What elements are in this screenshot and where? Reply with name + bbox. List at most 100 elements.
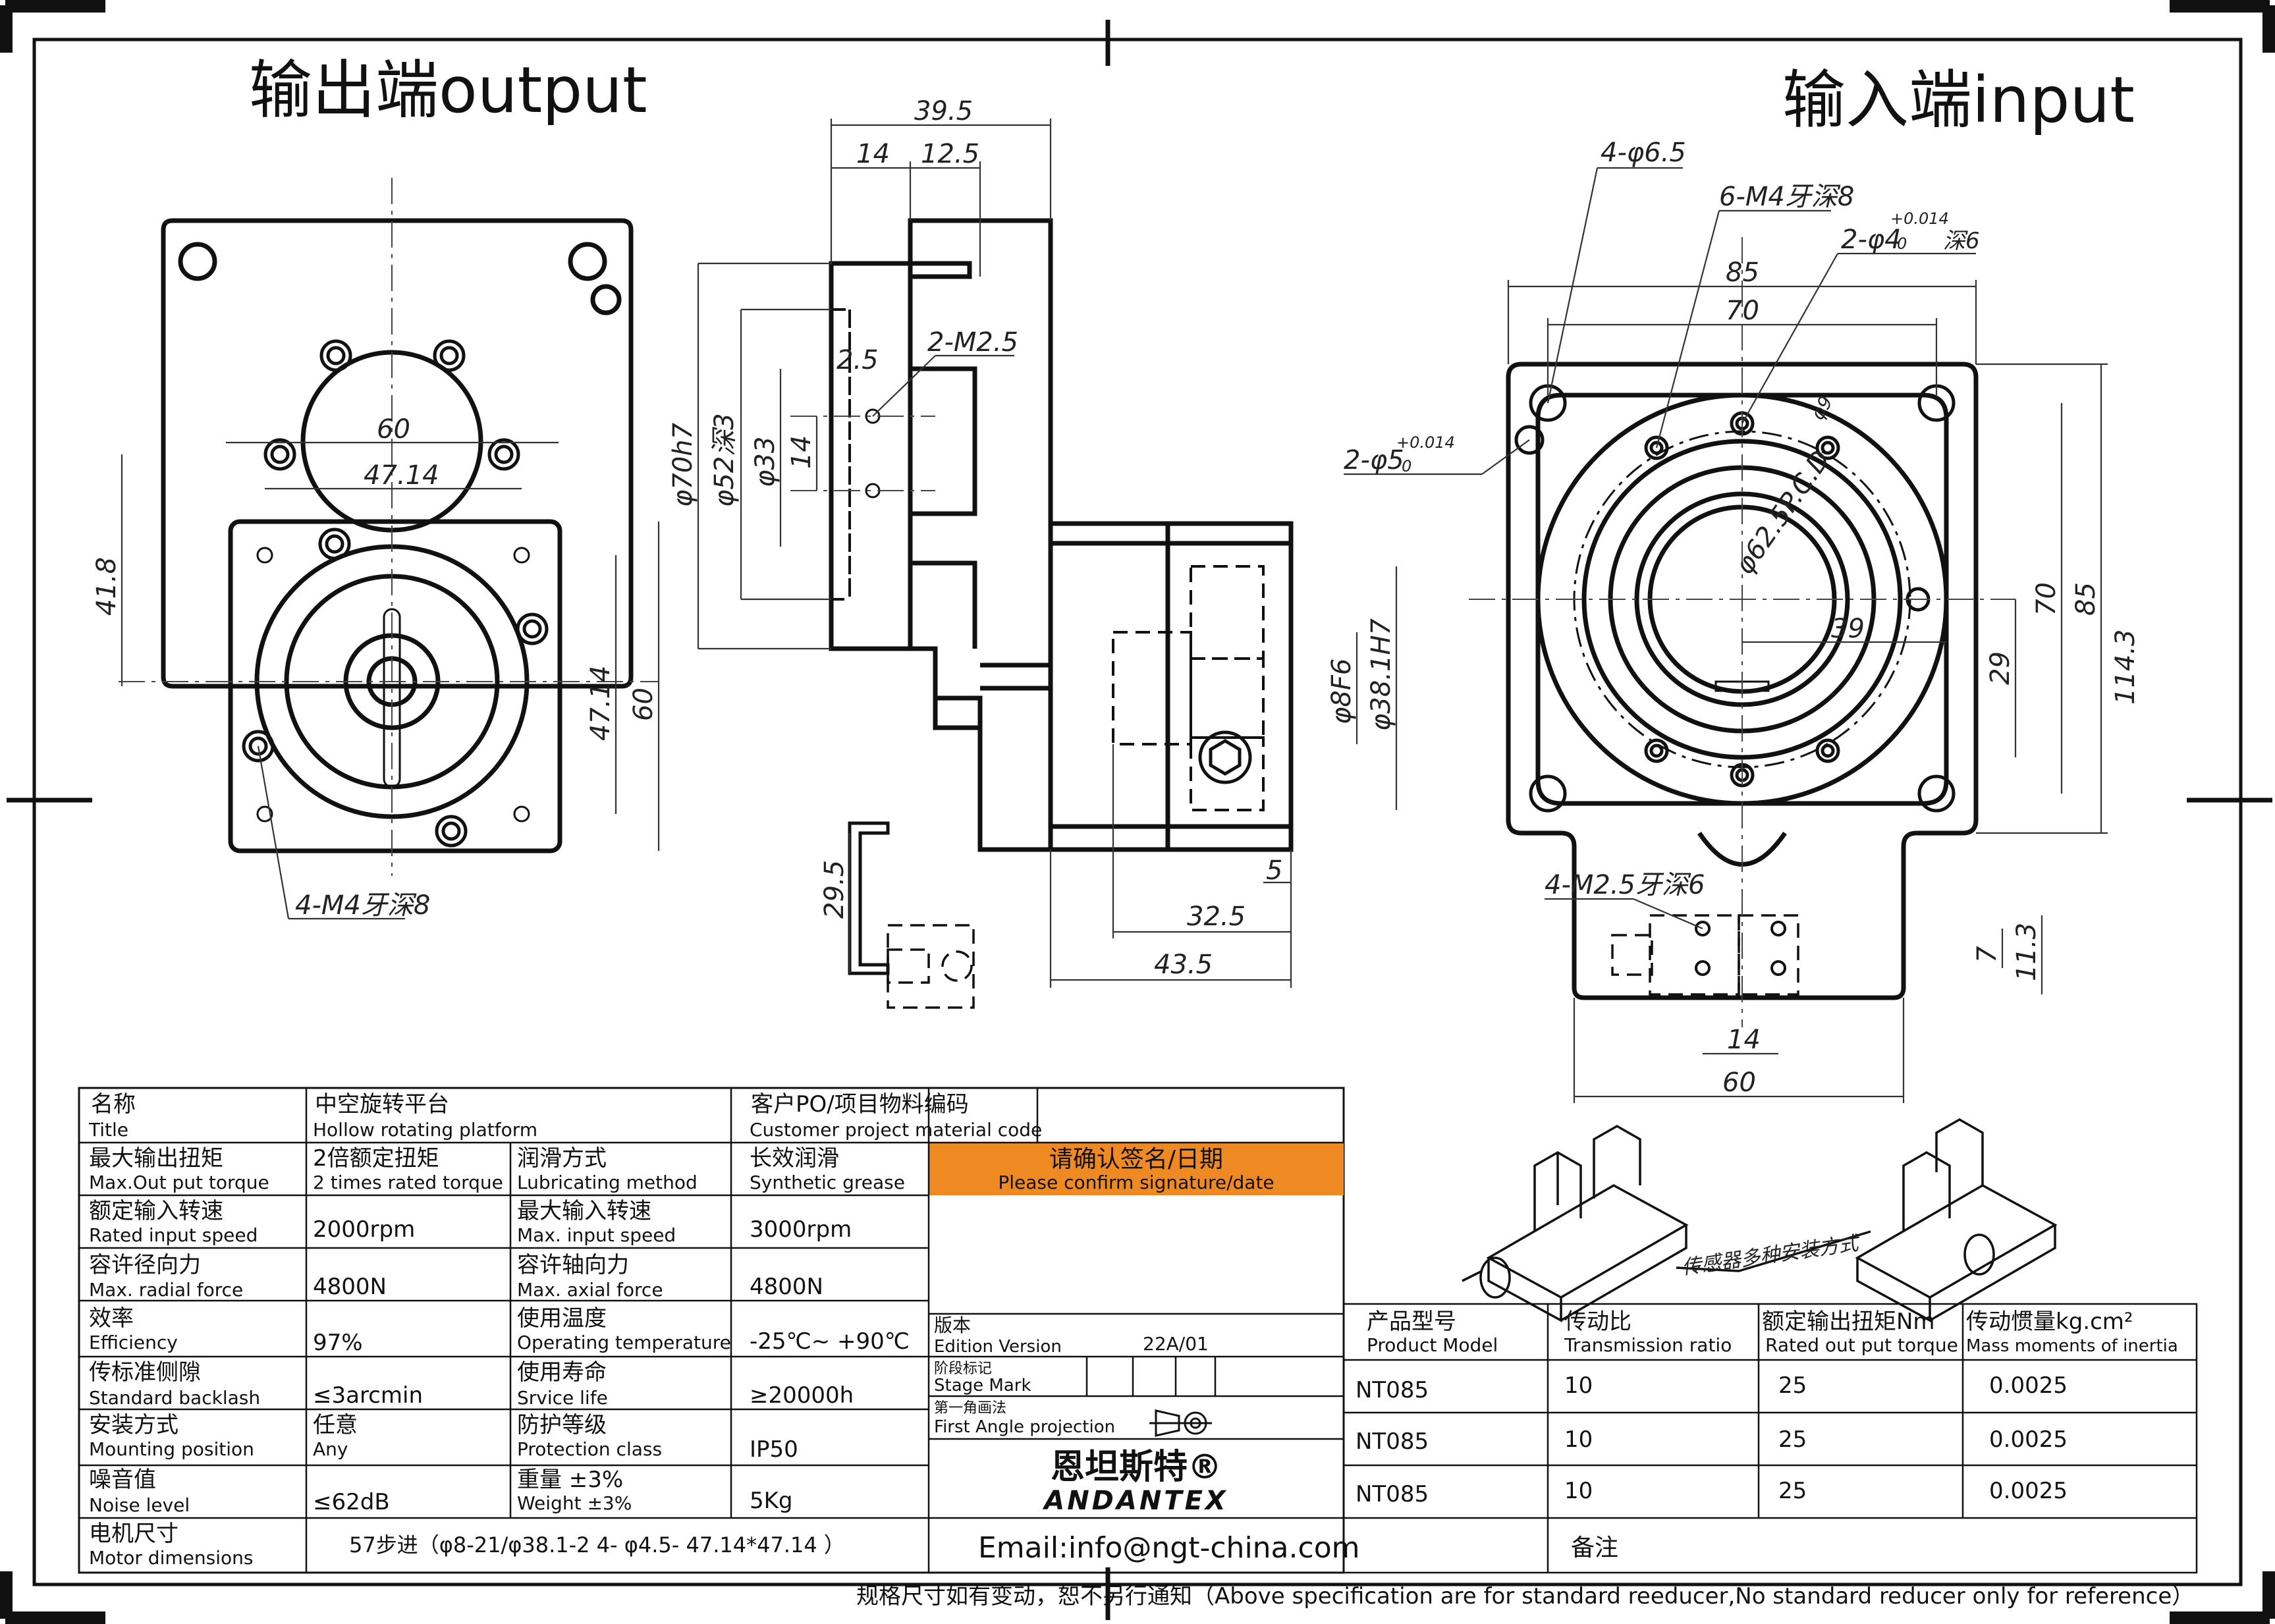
stage-label-en: Stage Mark xyxy=(934,1376,1031,1395)
label-mounting-en: Mounting position xyxy=(89,1438,254,1460)
label-lubrication-cn: 润滑方式 xyxy=(517,1145,607,1172)
value-motor-dim: 57步进（φ8-21/φ38.1-2 4- φ4.5- 47.14*47.14 … xyxy=(349,1532,845,1557)
dim-60-side: 60 xyxy=(628,688,659,721)
header-ratio-cn: 传动比 xyxy=(1564,1309,1631,1335)
dim-60-bottom: 60 xyxy=(1722,1068,1756,1098)
confirm-label-cn: 请确认签名/日期 xyxy=(1049,1146,1223,1173)
footer-disclaimer: 规格尺寸如有变动，恕不另行通知（Above specification are … xyxy=(856,1583,2194,1610)
value-temperature: -25℃~ +90℃ xyxy=(750,1328,910,1355)
dim-14: 14 xyxy=(856,139,890,169)
label-service-life-en: Srvice life xyxy=(517,1387,608,1409)
dim-47-14-side: 47.14 xyxy=(586,665,616,741)
dim-43-5: 43.5 xyxy=(1154,950,1213,980)
label-radial-force-en: Max. radial force xyxy=(89,1279,243,1301)
value-axial-force: 4800N xyxy=(750,1274,823,1300)
dim-114-3: 114.3 xyxy=(2110,629,2141,705)
label-rated-speed-cn: 额定输入转速 xyxy=(89,1198,223,1224)
value-mounting-en: Any xyxy=(313,1438,348,1460)
dim-pcd: φ62.5P.C.D xyxy=(1730,445,1837,580)
product-row-1-model: NT085 xyxy=(1356,1377,1429,1403)
confirm-signature-box[interactable] xyxy=(929,1143,1344,1195)
dim-phi4-depth: 深6 xyxy=(1943,228,1980,254)
value-rated-speed: 2000rpm xyxy=(313,1216,415,1243)
brand-logo-cn: 恩坦斯特® xyxy=(1051,1448,1222,1487)
product-row-3-inertia: 0.0025 xyxy=(1989,1478,2068,1504)
value-radial-force: 4800N xyxy=(313,1274,387,1300)
product-row-2-inertia: 0.0025 xyxy=(1989,1426,2068,1453)
label-weight-cn: 重量 ±3% xyxy=(517,1467,623,1493)
dim-14-bottom: 14 xyxy=(1727,1025,1761,1055)
dim-2-phi4: 2-φ4 xyxy=(1841,225,1902,255)
header-inertia-cn: 传动惯量kg.cm² xyxy=(1966,1309,2133,1335)
dim-phi4-tol-upper: +0.014 xyxy=(1890,209,1949,228)
dim-phi8: φ8F6 xyxy=(1327,659,1357,724)
value-lubrication-en: Synthetic grease xyxy=(750,1172,905,1193)
dim-phi33: φ33 xyxy=(750,437,781,487)
value-lubrication-cn: 长效润滑 xyxy=(750,1145,839,1172)
label-po-en: Customer project material code xyxy=(750,1119,1042,1141)
contact-email[interactable]: Email:info@ngt-china.com xyxy=(978,1531,1359,1565)
stage-label-cn: 阶段标记 xyxy=(934,1361,992,1377)
output-end-view: 60 47.14 41.8 47.14 60 4-M4牙深8 xyxy=(92,178,660,921)
value-service-life: ≥20000h xyxy=(750,1382,854,1409)
label-motor-dim-en: Motor dimensions xyxy=(89,1547,253,1569)
dim-85: 85 xyxy=(1726,257,1759,288)
label-temperature-cn: 使用温度 xyxy=(517,1305,607,1332)
label-backlash-cn: 传标准侧隙 xyxy=(89,1359,201,1386)
input-end-view: 4-φ6.5 6-M4牙深8 2-φ4 +0.014 0 深6 85 70 2-… xyxy=(1344,138,2141,1103)
dim-12-5: 12.5 xyxy=(921,139,979,169)
dim-29-5: 29.5 xyxy=(819,860,850,919)
label-title-en: Title xyxy=(88,1119,128,1141)
dim-41-8: 41.8 xyxy=(92,557,122,616)
label-protection-en: Protection class xyxy=(517,1438,662,1460)
first-angle-projection-icon xyxy=(1149,1409,1212,1437)
product-row-1-inertia: 0.0025 xyxy=(1989,1372,2068,1399)
dim-32-5: 32.5 xyxy=(1187,902,1246,932)
value-noise: ≤62dB xyxy=(313,1489,390,1515)
label-axial-force-en: Max. axial force xyxy=(517,1279,663,1301)
dim-2-phi5: 2-φ5 xyxy=(1344,445,1404,475)
header-product-model-cn: 产品型号 xyxy=(1367,1309,1456,1335)
mount-holes-note: 4-M4牙深8 xyxy=(295,890,430,921)
value-mounting-cn: 任意 xyxy=(313,1412,358,1438)
value-protection: IP50 xyxy=(750,1436,798,1463)
dim-phi5-tol-lower: 0 xyxy=(1402,457,1412,475)
value-max-torque-en: 2 times rated torque xyxy=(313,1172,503,1193)
header-ratio-en: Transmission ratio xyxy=(1564,1334,1732,1356)
output-heading: 输出端output xyxy=(249,53,647,127)
header-rated-torque-cn: 额定输出扭矩Nm xyxy=(1762,1309,1935,1335)
product-row-1-ratio: 10 xyxy=(1564,1372,1593,1399)
label-radial-force-cn: 容许径向力 xyxy=(89,1252,201,1278)
brand-logo-en: ANDANTEX xyxy=(1042,1486,1228,1516)
edition-label-cn: 版本 xyxy=(934,1314,971,1336)
dim-5: 5 xyxy=(1266,855,1282,886)
sensor-isometric-sketches xyxy=(1462,1118,2058,1322)
projection-label-cn: 第一角画法 xyxy=(934,1400,1006,1417)
label-axial-force-cn: 容许轴向力 xyxy=(517,1252,629,1278)
label-po-cn: 客户PO/项目物料编码 xyxy=(751,1091,969,1118)
dim-60: 60 xyxy=(377,414,410,445)
dim-7: 7 xyxy=(1972,946,2002,963)
label-noise-cn: 噪音值 xyxy=(89,1467,156,1493)
product-row-3-torque: 25 xyxy=(1778,1478,1807,1504)
label-title-cn: 名称 xyxy=(91,1091,136,1118)
dim-70-vertical: 70 xyxy=(2031,582,2062,616)
label-lubrication-en: Lubricating method xyxy=(517,1172,698,1193)
value-max-torque-cn: 2倍额定扭矩 xyxy=(313,1145,439,1172)
value-title-cn: 中空旋转平台 xyxy=(315,1091,449,1118)
dim-2-5: 2.5 xyxy=(836,345,879,375)
edition-label-en: Edition Version xyxy=(934,1337,1062,1357)
dim-m2-5: 2-M2.5 xyxy=(927,327,1018,358)
value-title-en: Hollow rotating platform xyxy=(313,1119,537,1141)
label-mounting-cn: 安装方式 xyxy=(89,1412,178,1438)
dim-11-3: 11.3 xyxy=(2012,923,2042,981)
sensor-install-note: 传感器多种安装方式 xyxy=(1680,1232,1862,1280)
dim-85-vertical: 85 xyxy=(2071,582,2101,616)
edition-value: 22A/01 xyxy=(1143,1333,1209,1355)
dim-phi52: φ52深3 xyxy=(709,413,740,507)
dim-phi5-tol-upper: +0.014 xyxy=(1396,433,1455,452)
dim-4-m2-5: 4-M2.5牙深6 xyxy=(1545,870,1705,900)
label-backlash-en: Standard backlash xyxy=(89,1387,260,1409)
label-motor-dim-cn: 电机尺寸 xyxy=(89,1521,178,1547)
